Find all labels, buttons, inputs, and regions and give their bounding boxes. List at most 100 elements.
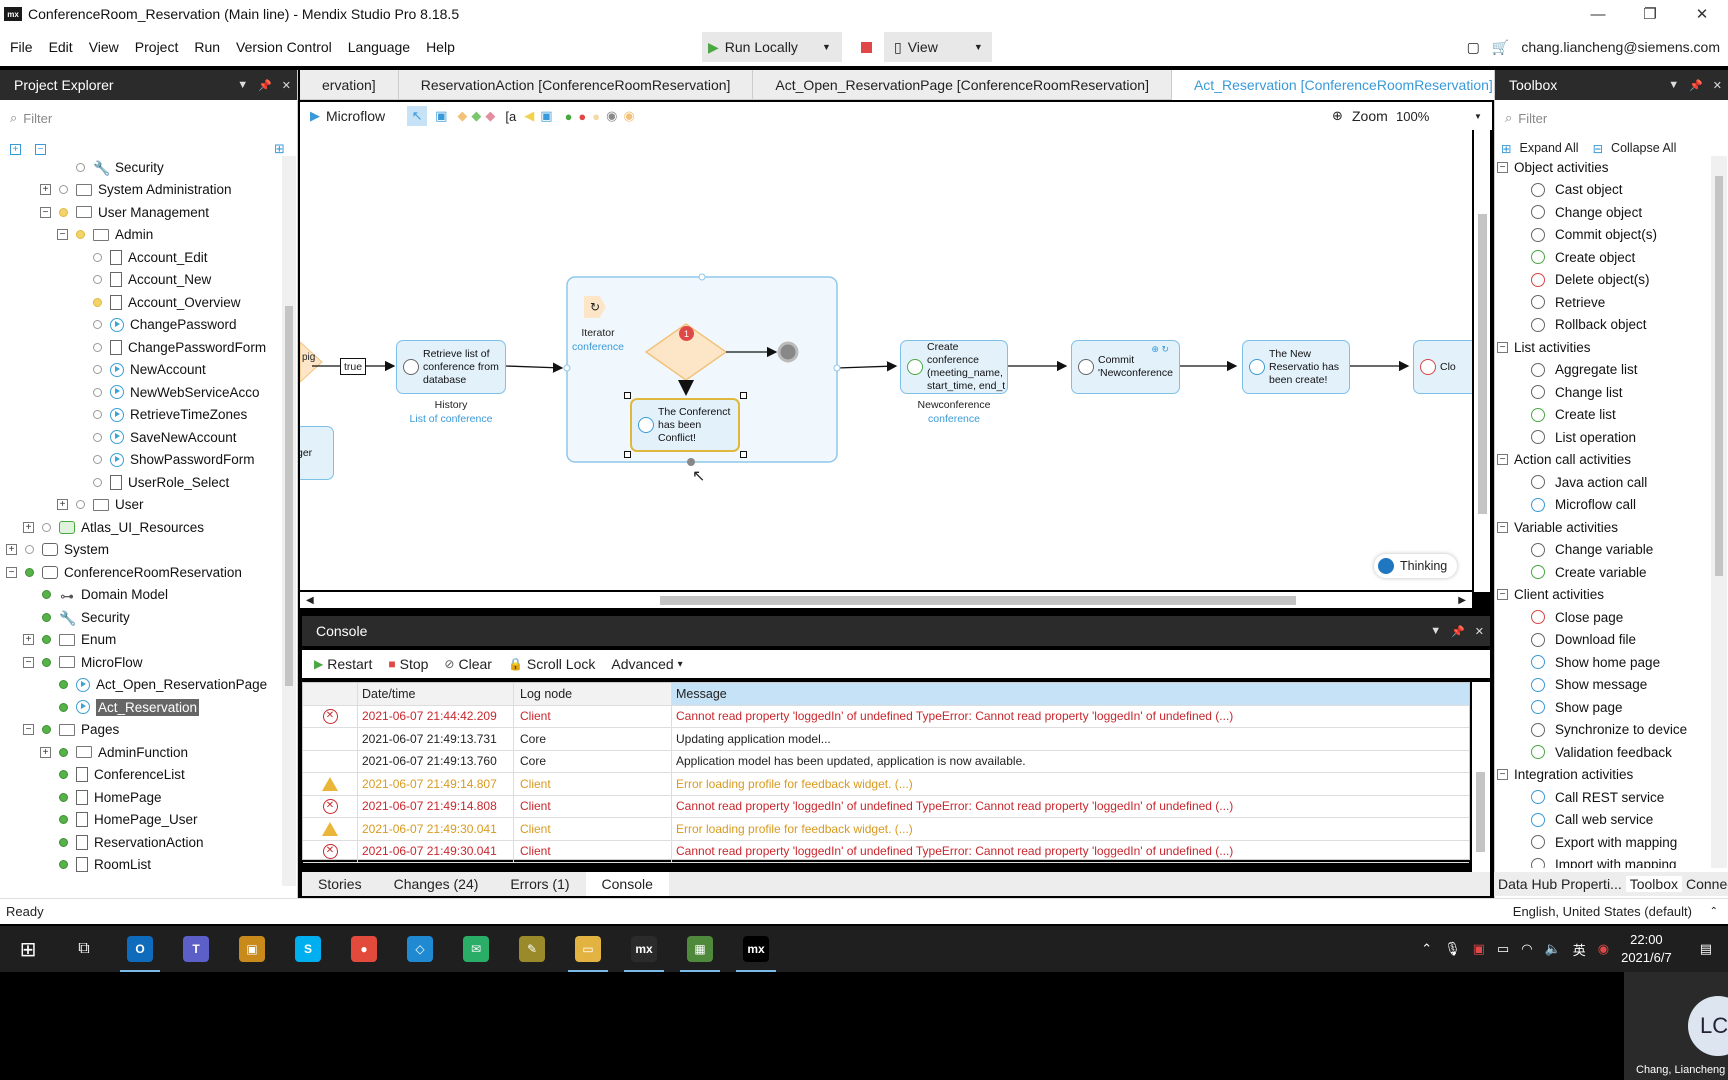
toolbox-item[interactable]: Retrieve [1531,291,1605,313]
toolbox-item[interactable]: Delete object(s) [1531,269,1650,291]
toolbox-item[interactable]: Rollback object [1531,314,1647,336]
tree-item[interactable]: ReservationAction [40,831,204,853]
tree-item[interactable]: +Enum [23,629,116,651]
zoom-select[interactable]: 100% [1396,108,1430,124]
toolbox-item[interactable]: Download file [1531,629,1636,651]
console-advanced-button[interactable]: Advanced▾ [611,656,682,672]
expand-icon[interactable]: + [40,746,51,758]
taskbar-app-tool[interactable]: ✎ [504,926,560,972]
bottom-tab[interactable]: Errors (1) [510,876,570,892]
close-page-activity[interactable]: Clo [1413,340,1472,394]
tree-item[interactable]: −ConferenceRoomReservation [6,561,242,583]
expand-icon[interactable]: + [40,184,51,195]
dropdown-icon[interactable]: ▼ [1430,624,1442,637]
canvas-hscrollbar[interactable]: ◀ ▶ [300,592,1472,608]
battery-icon[interactable]: ▭ [1496,941,1510,956]
toolbox-item[interactable]: Cast object [1531,179,1623,201]
show-message-activity[interactable]: The Conferenct has been Conflict! [630,398,740,452]
break-event-icon[interactable]: ◉ [623,108,635,123]
menu-run[interactable]: Run [194,39,221,55]
expand-icon[interactable]: + [23,521,34,533]
taskbar-app-mendix[interactable]: mx [616,926,672,972]
selection-handle[interactable] [624,451,631,458]
tree-item[interactable]: UserRole_Select [74,471,229,493]
selection-handle[interactable] [624,392,631,399]
clock[interactable]: 22:00 2021/6/7 [1621,931,1672,967]
collapse-icon[interactable]: − [1497,341,1508,353]
user-email[interactable]: chang.liancheng@siemens.com [1521,39,1720,55]
editor-tab[interactable]: Act_Reservation [ConferenceRoomReservati… [1171,69,1529,100]
chevron-down-icon[interactable]: ▼ [821,42,831,52]
console-stop-button[interactable]: ■Stop [388,656,428,672]
toolbox-category[interactable]: −Object activities [1497,156,1609,178]
toolbox-item[interactable]: Commit object(s) [1531,224,1657,246]
chevron-up-icon[interactable]: ⌃ [1709,906,1718,917]
tree-item[interactable]: HomePage [40,786,162,808]
close-icon[interactable]: ✕ [1712,79,1722,92]
toolbox-item[interactable]: Create variable [1531,561,1647,583]
collapse-icon[interactable]: − [57,229,68,240]
collapse-icon[interactable]: − [1497,521,1508,533]
feedback-icon[interactable]: ▢ [1466,38,1480,55]
tree-item[interactable]: ShowPasswordForm [74,449,255,471]
taskbar-app-wechat[interactable]: ✉ [448,926,504,972]
decision-tool-icon[interactable]: ◆ [457,108,468,123]
loop-tool-icon[interactable]: ▣ [540,108,553,123]
toolbox-item[interactable]: Import with mapping [1531,854,1677,868]
editor-tab[interactable]: Act_Open_ReservationPage [ConferenceRoom… [753,69,1172,100]
tree-item[interactable]: Account_New [74,269,211,291]
error-event-icon[interactable]: ● [592,108,601,124]
menu-file[interactable]: File [10,39,33,55]
retrieve-activity[interactable]: Retrieve list of conference from databas… [396,340,506,394]
microphone-icon[interactable]: 🎙 [1444,941,1461,956]
project-filter[interactable]: ⌕ Filter [6,104,291,132]
bottom-tab[interactable]: Console [585,872,669,896]
chevron-down-icon[interactable]: ▼ [1474,111,1482,121]
app-tray-icon-2[interactable]: ◉ [1597,941,1610,956]
activity-fragment-bottom-left[interactable]: ger [300,426,334,480]
tree-item[interactable]: +System [6,539,109,561]
menu-view[interactable]: View [88,39,119,55]
right-panel-tab[interactable]: Connect... [1686,876,1728,892]
chevron-down-icon[interactable]: ▼ [973,42,983,52]
tree-item[interactable]: ChangePasswordForm [74,336,266,358]
tree-scrollbar[interactable] [282,156,296,886]
collapse-icon[interactable]: − [23,656,34,668]
tree-item[interactable]: RoomList [40,854,151,876]
right-panel-tab[interactable]: Data Hub Properti... [1498,876,1622,892]
collapse-icon[interactable]: − [1497,769,1508,780]
dropdown-icon[interactable]: ▼ [1668,78,1680,91]
scroll-left-icon[interactable]: ◀ [306,594,314,606]
menu-project[interactable]: Project [134,39,179,55]
connection-handle[interactable] [687,458,695,466]
view-button[interactable]: ▯ View ▼ [884,32,992,62]
tree-item[interactable]: +User [57,494,144,516]
volume-icon[interactable]: 🔈 [1544,941,1561,956]
horizontal-scrollbar[interactable] [300,588,1472,590]
tree-item[interactable]: −Admin [57,224,153,246]
tree-item[interactable]: NewAccount [74,359,206,381]
toolbox-item[interactable]: Change list [1531,381,1623,403]
split-tool-icon[interactable]: ◆ [485,108,496,123]
taskbar-app-remote[interactable]: ▣ [224,926,280,972]
right-panel-tab[interactable]: Toolbox [1625,876,1682,892]
editor-tab[interactable]: ervation] [300,69,399,100]
cart-icon[interactable]: 🛒 [1491,38,1510,55]
tree-item[interactable]: Act_Reservation [40,696,200,718]
close-window-button[interactable]: ✕ [1695,6,1709,23]
toolbox-item[interactable]: Java action call [1531,471,1647,493]
toolbox-item[interactable]: Export with mapping [1531,831,1677,853]
toolbox-scrollbar[interactable] [1711,156,1727,868]
tree-item[interactable]: +AdminFunction [40,741,188,763]
expand-icon[interactable]: + [57,499,68,510]
tree-item[interactable]: HomePage_User [40,809,198,831]
toolbox-filter[interactable]: ⌕ Filter [1501,104,1722,132]
editor-tab[interactable]: ReservationAction [ConferenceRoomReserva… [399,69,754,100]
toolbox-category[interactable]: −Action call activities [1497,449,1631,471]
toolbox-item[interactable]: Close page [1531,606,1623,628]
annotation-tool-icon[interactable]: [a [505,108,517,124]
minimize-button[interactable]: — [1590,5,1606,23]
toolbox-item[interactable]: Show home page [1531,651,1660,673]
